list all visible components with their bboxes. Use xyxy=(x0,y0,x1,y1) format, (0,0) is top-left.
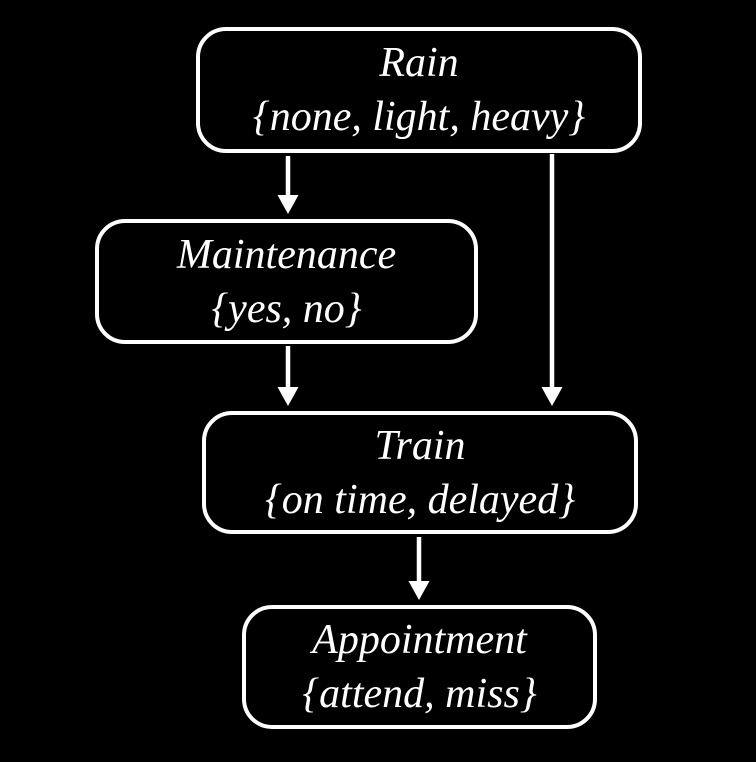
node-train-domain: {on time, delayed} xyxy=(265,476,575,523)
node-train-label: Train xyxy=(374,422,466,469)
node-appointment: Appointment {attend, miss} xyxy=(242,605,597,729)
node-train: Train {on time, delayed} xyxy=(202,411,638,534)
node-rain-label: Rain xyxy=(379,40,459,86)
node-appointment-domain: {attend, miss} xyxy=(302,671,537,717)
node-maintenance-label: Maintenance xyxy=(176,231,397,278)
node-rain: Rain {none, light, heavy} xyxy=(196,27,642,153)
edge-rain-to-train-arrow xyxy=(541,154,563,406)
node-maintenance-domain: {yes, no} xyxy=(211,285,362,332)
node-appointment-label: Appointment xyxy=(312,617,527,663)
edge-maintenance-to-train-arrow xyxy=(277,346,299,406)
node-maintenance: Maintenance {yes, no} xyxy=(95,219,478,344)
edge-rain-to-maintenance-arrow xyxy=(277,156,299,214)
node-rain-domain: {none, light, heavy} xyxy=(252,94,586,140)
edge-train-to-appointment-arrow xyxy=(408,537,430,600)
